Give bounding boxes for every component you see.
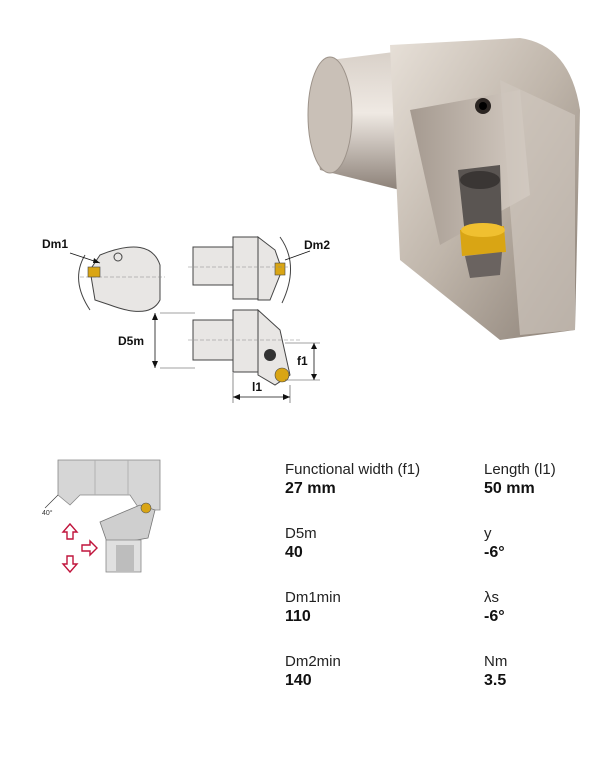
spec-dm2min: Dm2min 140 (285, 653, 341, 690)
spec-d5m: D5m 40 (285, 525, 317, 562)
spec-y: y -6° (484, 525, 505, 562)
spec-value: 3.5 (484, 672, 507, 689)
spec-label: y (484, 525, 492, 542)
spec-label: Functional width (f1) (285, 461, 421, 478)
spec-value: 140 (285, 672, 312, 689)
spec-value: 110 (285, 608, 311, 625)
dm2-label: Dm2 (304, 238, 330, 252)
spec-label: Length (l1) (484, 461, 556, 478)
main-view: D5m f1 l1 (118, 308, 320, 403)
spec-dm1min: Dm1min 110 (285, 589, 341, 626)
spec-label: Nm (484, 653, 508, 670)
angle-label: 40° (42, 509, 53, 517)
spec-value: -6° (484, 544, 505, 561)
arrow-right-icon (81, 539, 98, 557)
spec-value: 27 mm (285, 480, 336, 497)
spec-value: 50 mm (484, 480, 535, 497)
usage-diagram: 40° (42, 459, 161, 574)
d5m-label: D5m (118, 334, 144, 348)
dm1-view: Dm1 (42, 237, 165, 312)
arrow-down-icon (61, 555, 79, 574)
spec-label: λs (484, 589, 499, 606)
dm2-view: Dm2 (188, 235, 330, 304)
l1-label: l1 (252, 380, 262, 394)
spec-value: 40 (285, 544, 303, 561)
product-photo (307, 38, 580, 340)
spec-value: -6° (484, 608, 505, 625)
spec-label: D5m (285, 525, 317, 542)
dm1-label: Dm1 (42, 237, 68, 251)
arrow-up-icon (61, 522, 79, 540)
f1-label: f1 (297, 354, 308, 368)
spec-functional-width: Functional width (f1) 27 mm (285, 461, 420, 498)
spec-nm: Nm 3.5 (484, 653, 507, 690)
spec-label: Dm2min (285, 653, 341, 670)
spec-length: Length (l1) 50 mm (484, 461, 556, 498)
spec-lambda-s: λs -6° (484, 589, 505, 626)
spec-label: Dm1min (285, 589, 341, 606)
tech-drawing: Dm1 Dm2 D5m f1 (42, 235, 330, 403)
